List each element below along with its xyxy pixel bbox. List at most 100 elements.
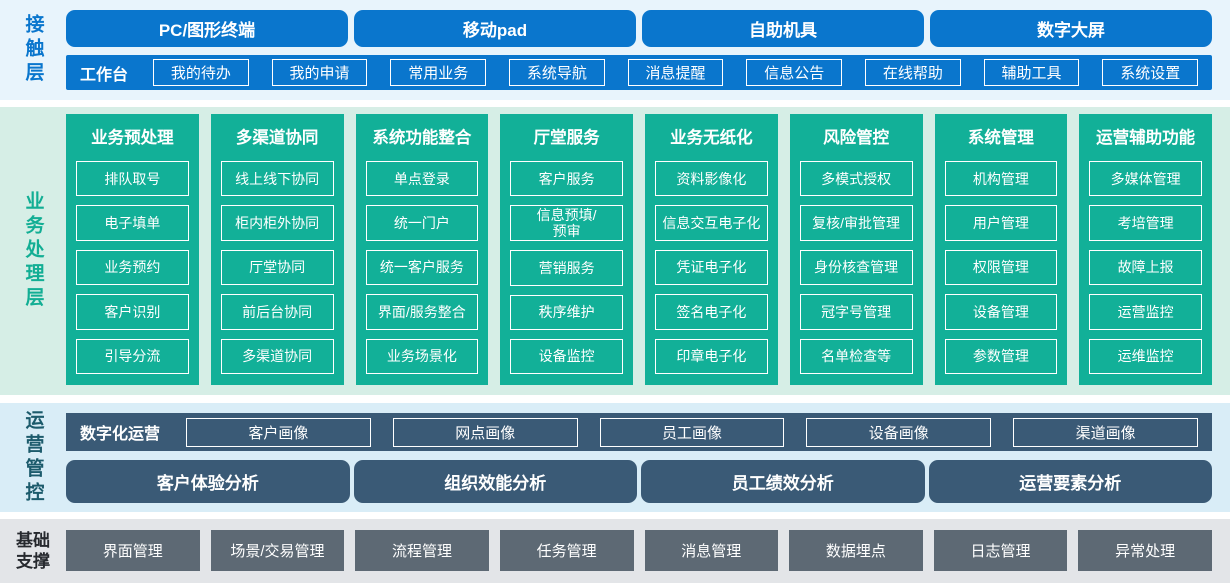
biz-item-customer-identification[interactable]: 客户识别 (76, 294, 189, 330)
column-operation-auxiliary: 运营辅助功能 多媒体管理 考培管理 故障上报 运营监控 运维监控 (1079, 114, 1212, 385)
biz-item-single-sign-on[interactable]: 单点登录 (365, 161, 479, 197)
business-columns: 业务预处理 排队取号 电子填单 业务预约 客户识别 引导分流 多渠道协同 线上线… (66, 107, 1212, 395)
fnd-item-process-management[interactable]: 流程管理 (355, 530, 489, 571)
biz-item-operation-monitoring[interactable]: 运营监控 (1089, 294, 1202, 330)
fnd-item-scenario-transaction-management[interactable]: 场景/交易管理 (210, 530, 345, 571)
business-layer-label: 业务处理层 (22, 191, 44, 311)
biz-item-electronic-voucher[interactable]: 凭证电子化 (655, 249, 768, 286)
column-title: 运营辅助功能 (1096, 129, 1196, 147)
terminal-pc[interactable]: PC/图形终端 (66, 10, 348, 47)
foundation-support-layer: 基础 支撑 界面管理 场景/交易管理 流程管理 任务管理 消息管理 数据埋点 日… (0, 519, 1230, 583)
column-title: 厅堂服务 (533, 129, 600, 147)
biz-item-info-prefill[interactable]: 信息预填/ 预审 (510, 205, 623, 242)
biz-item-list-checking[interactable]: 名单检查等 (799, 338, 913, 375)
workbench-item-announcements[interactable]: 信息公告 (746, 59, 843, 86)
biz-item-parameter-management[interactable]: 参数管理 (944, 338, 1058, 375)
biz-item-ui-service-integration[interactable]: 界面/服务整合 (365, 294, 479, 330)
biz-item-electronic-seal[interactable]: 印章电子化 (655, 338, 768, 375)
contact-layer: 接触层 PC/图形终端 移动pad 自助机具 数字大屏 工作台 我的待办 我的申… (0, 0, 1230, 100)
analysis-operation-elements[interactable]: 运营要素分析 (928, 460, 1212, 503)
biz-item-appointment[interactable]: 业务预约 (76, 249, 189, 286)
analysis-employee-performance[interactable]: 员工绩效分析 (641, 460, 925, 503)
biz-item-multi-mode-authorization[interactable]: 多模式授权 (799, 161, 913, 197)
biz-item-multimedia-management[interactable]: 多媒体管理 (1089, 161, 1202, 197)
biz-item-fault-reporting[interactable]: 故障上报 (1089, 249, 1202, 286)
fnd-item-task-management[interactable]: 任务管理 (499, 530, 634, 571)
biz-item-user-management[interactable]: 用户管理 (944, 205, 1058, 241)
workbench-item-auxiliary-tools[interactable]: 辅助工具 (983, 59, 1080, 86)
foundation-row: 界面管理 场景/交易管理 流程管理 任务管理 消息管理 数据埋点 日志管理 异常… (66, 530, 1212, 571)
column-title: 系统功能整合 (372, 129, 472, 147)
fnd-item-log-management[interactable]: 日志管理 (933, 530, 1068, 571)
fnd-item-interface-management[interactable]: 界面管理 (66, 530, 200, 571)
biz-item-organization-management[interactable]: 机构管理 (944, 161, 1058, 197)
column-paperless-business: 业务无纸化 资料影像化 信息交互电子化 凭证电子化 签名电子化 印章电子化 (645, 114, 778, 385)
biz-item-serial-number-management[interactable]: 冠字号管理 (799, 294, 913, 330)
biz-item-front-back-collab[interactable]: 前后台协同 (220, 294, 334, 330)
operations-layer-body: 数字化运营 客户画像 网点画像 员工画像 设备画像 渠道画像 客户体验分析 组织… (66, 403, 1230, 512)
ops-item-customer-portrait[interactable]: 客户画像 (186, 417, 371, 447)
digital-operations-label: 数字化运营 (80, 426, 161, 443)
terminal-row: PC/图形终端 移动pad 自助机具 数字大屏 (66, 10, 1212, 47)
terminal-self-service[interactable]: 自助机具 (642, 10, 924, 47)
workbench-item-online-help[interactable]: 在线帮助 (865, 59, 961, 86)
biz-item-unified-customer-service[interactable]: 统一客户服务 (365, 249, 479, 286)
workbench-item-system-navigation[interactable]: 系统导航 (509, 59, 605, 86)
biz-item-e-form[interactable]: 电子填单 (76, 205, 189, 241)
analysis-organizational-efficiency[interactable]: 组织效能分析 (353, 460, 637, 503)
workbench-item-message-alerts[interactable]: 消息提醒 (627, 59, 724, 86)
biz-item-unified-portal[interactable]: 统一门户 (365, 205, 479, 241)
foundation-layer-label: 基础 支撑 (16, 530, 50, 571)
biz-item-device-management[interactable]: 设备管理 (944, 294, 1058, 330)
fnd-item-data-tracking[interactable]: 数据埋点 (789, 530, 923, 571)
workbench-label: 工作台 (80, 66, 129, 84)
biz-item-multichannel-collab[interactable]: 多渠道协同 (220, 338, 334, 375)
column-title: 风险管控 (823, 129, 890, 147)
biz-item-permission-management[interactable]: 权限管理 (944, 249, 1058, 286)
foundation-layer-body: 界面管理 场景/交易管理 流程管理 任务管理 消息管理 数据埋点 日志管理 异常… (66, 519, 1230, 583)
fnd-item-exception-handling[interactable]: 异常处理 (1078, 530, 1212, 571)
ops-item-branch-portrait[interactable]: 网点画像 (392, 417, 578, 447)
biz-item-counter-collab[interactable]: 柜内柜外协同 (220, 205, 334, 241)
analysis-row: 客户体验分析 组织效能分析 员工绩效分析 运营要素分析 (66, 460, 1212, 503)
terminal-digital-screen[interactable]: 数字大屏 (930, 10, 1212, 47)
column-title: 业务无纸化 (670, 129, 753, 147)
biz-item-electronic-signature[interactable]: 签名电子化 (655, 294, 768, 330)
workbench-item-my-todo[interactable]: 我的待办 (153, 59, 249, 86)
column-system-integration: 系统功能整合 单点登录 统一门户 统一客户服务 界面/服务整合 业务场景化 (355, 114, 489, 385)
biz-item-document-imaging[interactable]: 资料影像化 (655, 161, 768, 197)
ops-item-channel-portrait[interactable]: 渠道画像 (1013, 417, 1198, 447)
contact-layer-body: PC/图形终端 移动pad 自助机具 数字大屏 工作台 我的待办 我的申请 常用… (66, 0, 1230, 100)
biz-item-identity-verification[interactable]: 身份核查管理 (799, 249, 913, 286)
biz-item-marketing-service[interactable]: 营销服务 (510, 250, 623, 286)
column-title: 系统管理 (967, 129, 1034, 147)
workbench-item-common-business[interactable]: 常用业务 (390, 59, 487, 86)
biz-item-order-maintenance[interactable]: 秩序维护 (510, 294, 623, 330)
biz-item-guided-diversion[interactable]: 引导分流 (76, 338, 189, 375)
contact-layer-label-area: 接触层 (0, 0, 66, 100)
biz-item-online-offline-collab[interactable]: 线上线下协同 (220, 161, 334, 197)
business-layer-label-area: 业务处理层 (0, 107, 66, 395)
workbench-item-my-applications[interactable]: 我的申请 (271, 59, 368, 86)
ops-item-employee-portrait[interactable]: 员工画像 (599, 417, 785, 447)
terminal-mobile-pad[interactable]: 移动pad (354, 10, 636, 47)
column-title: 业务预处理 (91, 129, 174, 147)
biz-item-business-scenario[interactable]: 业务场景化 (365, 338, 479, 375)
business-processing-layer: 业务处理层 业务预处理 排队取号 电子填单 业务预约 客户识别 引导分流 多渠道… (0, 107, 1230, 395)
workbench-item-system-settings[interactable]: 系统设置 (1102, 59, 1199, 86)
ops-item-device-portrait[interactable]: 设备画像 (806, 417, 992, 447)
biz-item-hall-collab[interactable]: 厅堂协同 (220, 249, 334, 286)
foundation-layer-label-area: 基础 支撑 (0, 519, 66, 583)
biz-item-queue-number[interactable]: 排队取号 (76, 161, 189, 197)
biz-item-training-management[interactable]: 考培管理 (1089, 205, 1202, 241)
analysis-customer-experience[interactable]: 客户体验分析 (66, 460, 350, 503)
fnd-item-message-management[interactable]: 消息管理 (644, 530, 779, 571)
biz-item-customer-service[interactable]: 客户服务 (510, 161, 623, 197)
column-hall-service: 厅堂服务 客户服务 信息预填/ 预审 营销服务 秩序维护 设备监控 (500, 114, 633, 385)
biz-item-maintenance-monitoring[interactable]: 运维监控 (1089, 338, 1202, 375)
biz-item-electronic-interaction[interactable]: 信息交互电子化 (655, 205, 768, 241)
biz-item-device-monitoring[interactable]: 设备监控 (510, 338, 623, 374)
digital-operations-bar: 数字化运营 客户画像 网点画像 员工画像 设备画像 渠道画像 (66, 413, 1212, 451)
biz-item-review-approval[interactable]: 复核/审批管理 (799, 205, 913, 241)
